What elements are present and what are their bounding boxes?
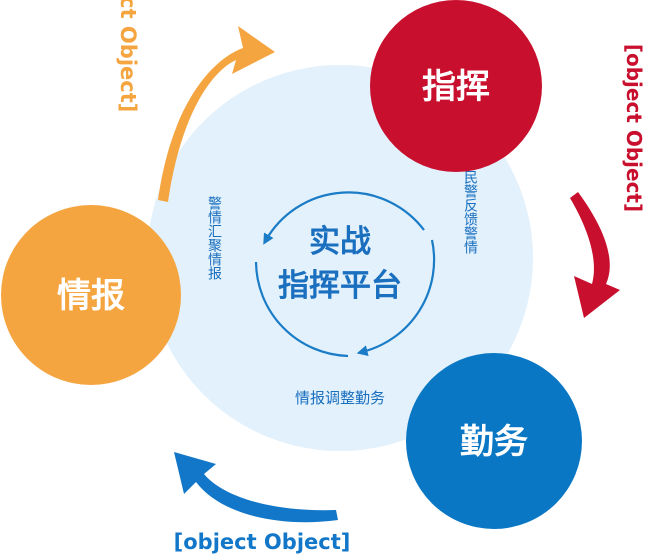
- center-title-line2: 指挥平台: [278, 268, 402, 304]
- node-intel-label: 情报: [57, 276, 125, 316]
- outer-arrow-service-to-intel: [174, 452, 338, 523]
- outer-arrow-intel-to-command: [158, 26, 275, 202]
- center-title-line1: 实战: [309, 224, 371, 260]
- node-service-circle: [406, 353, 582, 529]
- outer-label-command-to-service: [object Object]: [622, 44, 646, 212]
- inner-label-left: 警情汇聚情报: [206, 196, 222, 281]
- node-command-circle: [370, 0, 542, 172]
- node-service-label: 勤务: [460, 422, 528, 462]
- outer-label-intel-to-command: [object Object]: [116, 0, 140, 112]
- inner-label-right: 民警反馈警情: [462, 170, 478, 254]
- node-intel-circle: [1, 205, 181, 385]
- inner-arc-bottom: [254, 261, 349, 358]
- outer-label-service-to-intel: [object Object]: [174, 530, 351, 554]
- inner-arc-top: [263, 191, 425, 245]
- node-command-label: 指挥: [422, 67, 490, 107]
- inner-arc-right: [356, 239, 436, 357]
- inner-label-bottom: 情报调整勤务: [295, 389, 385, 407]
- outer-arrow-command-to-service: [570, 192, 620, 318]
